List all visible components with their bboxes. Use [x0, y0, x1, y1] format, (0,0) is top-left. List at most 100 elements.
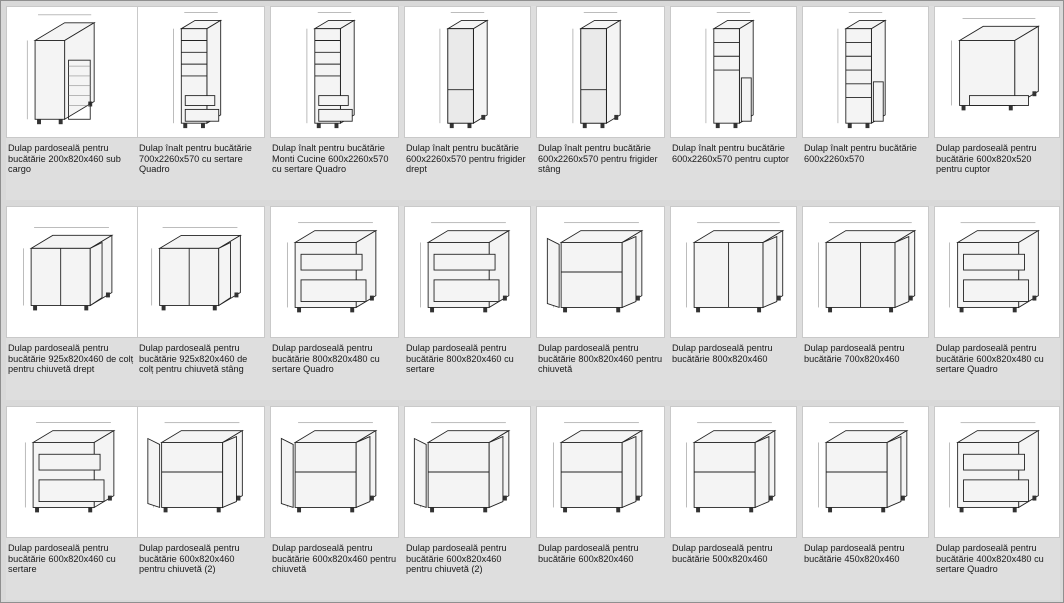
- double-door-base-cabinet-icon: [686, 222, 785, 313]
- product-caption[interactable]: Dulap pardoseală pentru bucătărie 600x82…: [139, 543, 240, 575]
- product-card[interactable]: Dulap înalt pentru bucătărie 600x2260x57…: [802, 6, 929, 200]
- drawer-base-cabinet-icon: [949, 222, 1040, 313]
- product-image[interactable]: [802, 406, 929, 538]
- product-caption[interactable]: Dulap pardoseală pentru bucătărie 700x82…: [804, 343, 905, 364]
- product-image[interactable]: [404, 206, 531, 338]
- product-row: Dulap pardoseală pentru bucătărie 925x82…: [6, 206, 1060, 400]
- cargo-base-cabinet-icon: [26, 14, 96, 125]
- product-image[interactable]: [270, 206, 399, 338]
- product-image[interactable]: [137, 406, 265, 538]
- product-caption[interactable]: Dulap pardoseală pentru bucătărie 500x82…: [672, 543, 773, 564]
- corner-cabinet-icon: [151, 227, 242, 311]
- sink-base-cabinet-icon: [147, 422, 244, 513]
- product-card[interactable]: Dulap pardoseală pentru bucătărie 450x82…: [802, 406, 929, 600]
- product-image[interactable]: [802, 206, 929, 338]
- product-image[interactable]: [536, 6, 665, 138]
- product-caption[interactable]: Dulap pardoseală pentru bucătărie 400x82…: [936, 543, 1044, 575]
- product-caption[interactable]: Dulap pardoseală pentru bucătărie 800x82…: [272, 343, 380, 375]
- product-caption[interactable]: Dulap pardoseală pentru bucătărie 600x82…: [8, 543, 116, 575]
- shelf-base-cabinet-icon: [818, 422, 909, 513]
- product-card[interactable]: Dulap pardoseală pentru bucătărie 800x82…: [670, 206, 797, 400]
- product-image[interactable]: [137, 206, 265, 338]
- product-image[interactable]: [536, 206, 665, 338]
- product-caption[interactable]: Dulap pardoseală pentru bucătărie 925x82…: [139, 343, 248, 375]
- drawer-base-cabinet-icon: [420, 222, 511, 313]
- drawer-base-cabinet-icon: [286, 222, 378, 313]
- product-card[interactable]: Dulap înalt pentru bucătărie Monti Cucin…: [270, 6, 399, 200]
- product-image[interactable]: [404, 6, 531, 138]
- product-card[interactable]: Dulap înalt pentru bucătărie 600x2260x57…: [670, 6, 797, 200]
- product-caption[interactable]: Dulap pardoseală pentru bucătărie 800x82…: [672, 343, 773, 364]
- product-card[interactable]: Dulap pardoseală pentru bucătărie 925x82…: [6, 206, 139, 400]
- sink-base-cabinet-icon: [413, 422, 511, 513]
- product-caption[interactable]: Dulap pardoseală pentru bucătărie 600x82…: [272, 543, 397, 575]
- product-row: Dulap pardoseală pentru bucătărie 200x82…: [6, 6, 1060, 200]
- sink-base-cabinet-icon: [546, 222, 644, 313]
- tall-cabinet-drawers-icon: [306, 12, 356, 129]
- product-image[interactable]: [6, 206, 139, 338]
- product-card[interactable]: Dulap pardoseală pentru bucătărie 800x82…: [270, 206, 399, 400]
- product-image[interactable]: [670, 206, 797, 338]
- product-card[interactable]: Dulap pardoseală pentru bucătărie 600x82…: [6, 406, 139, 600]
- product-card[interactable]: Dulap pardoseală pentru bucătărie 800x82…: [404, 206, 531, 400]
- product-caption[interactable]: Dulap pardoseală pentru bucătărie 450x82…: [804, 543, 905, 564]
- product-card[interactable]: Dulap înalt pentru bucătărie 700x2260x57…: [137, 6, 265, 200]
- drawer-base-cabinet-icon: [949, 422, 1040, 513]
- product-image[interactable]: [670, 6, 797, 138]
- product-image[interactable]: [536, 406, 665, 538]
- product-image[interactable]: [934, 206, 1060, 338]
- drawer-base-cabinet-icon: [24, 422, 116, 513]
- product-caption[interactable]: Dulap înalt pentru bucătărie Monti Cucin…: [272, 143, 389, 175]
- product-card[interactable]: Dulap pardoseală pentru bucătărie 600x82…: [536, 406, 665, 600]
- product-card[interactable]: Dulap pardoseală pentru bucătărie 800x82…: [536, 206, 665, 400]
- product-card[interactable]: Dulap înalt pentru bucătărie 600x2260x57…: [404, 6, 531, 200]
- product-image[interactable]: [404, 406, 531, 538]
- product-caption[interactable]: Dulap înalt pentru bucătărie 700x2260x57…: [139, 143, 252, 175]
- product-caption[interactable]: Dulap pardoseală pentru bucătărie 800x82…: [538, 343, 663, 375]
- product-card[interactable]: Dulap pardoseală pentru bucătărie 500x82…: [670, 406, 797, 600]
- product-card[interactable]: Dulap pardoseală pentru bucătărie 600x82…: [934, 206, 1060, 400]
- shelf-base-cabinet-icon: [552, 422, 644, 513]
- product-caption[interactable]: Dulap pardoseală pentru bucătărie 600x82…: [936, 343, 1044, 375]
- product-card[interactable]: Dulap pardoseală pentru bucătărie 600x82…: [137, 406, 265, 600]
- product-image[interactable]: [6, 6, 139, 138]
- tall-fridge-cabinet-icon: [439, 12, 489, 129]
- double-door-base-cabinet-icon: [818, 222, 917, 313]
- product-card[interactable]: Dulap pardoseală pentru bucătărie 600x82…: [404, 406, 531, 600]
- product-caption[interactable]: Dulap înalt pentru bucătărie 600x2260x57…: [804, 143, 917, 164]
- product-caption[interactable]: Dulap pardoseală pentru bucătărie 800x82…: [406, 343, 514, 375]
- product-caption[interactable]: Dulap înalt pentru bucătărie 600x2260x57…: [538, 143, 658, 175]
- tall-oven-cabinet-icon: [705, 12, 755, 129]
- product-image[interactable]: [270, 406, 399, 538]
- product-image[interactable]: [934, 6, 1060, 138]
- corner-cabinet-icon: [23, 227, 114, 311]
- tall-cabinet-drawers-icon: [173, 12, 223, 129]
- product-image[interactable]: [270, 6, 399, 138]
- product-image[interactable]: [6, 406, 139, 538]
- product-caption[interactable]: Dulap pardoseală pentru bucătărie 600x82…: [406, 543, 507, 575]
- shelf-base-cabinet-icon: [686, 422, 777, 513]
- product-caption[interactable]: Dulap înalt pentru bucătărie 600x2260x57…: [406, 143, 526, 175]
- product-card[interactable]: Dulap pardoseală pentru bucătărie 200x82…: [6, 6, 139, 200]
- sink-base-cabinet-icon: [280, 422, 378, 513]
- product-image[interactable]: [934, 406, 1060, 538]
- product-image[interactable]: [670, 406, 797, 538]
- tall-open-cabinet-icon: [837, 12, 887, 129]
- product-card[interactable]: Dulap pardoseală pentru bucătărie 925x82…: [137, 206, 265, 400]
- product-card[interactable]: Dulap pardoseală pentru bucătărie 400x82…: [934, 406, 1060, 600]
- product-row: Dulap pardoseală pentru bucătărie 600x82…: [6, 406, 1060, 600]
- tall-fridge-cabinet-icon: [572, 12, 622, 129]
- product-image[interactable]: [802, 6, 929, 138]
- product-caption[interactable]: Dulap pardoseală pentru bucătărie 600x82…: [538, 543, 639, 564]
- product-caption[interactable]: Dulap pardoseală pentru bucătărie 200x82…: [8, 143, 121, 175]
- product-caption[interactable]: Dulap pardoseală pentru bucătărie 600x82…: [936, 143, 1037, 175]
- product-card[interactable]: Dulap pardoseală pentru bucătărie 600x82…: [270, 406, 399, 600]
- product-image[interactable]: [137, 6, 265, 138]
- oven-base-cabinet-icon: [951, 18, 1040, 111]
- product-caption[interactable]: Dulap pardoseală pentru bucătărie 925x82…: [8, 343, 134, 375]
- product-card[interactable]: Dulap pardoseală pentru bucătărie 600x82…: [934, 6, 1060, 200]
- product-card[interactable]: Dulap înalt pentru bucătărie 600x2260x57…: [536, 6, 665, 200]
- product-caption[interactable]: Dulap înalt pentru bucătărie 600x2260x57…: [672, 143, 789, 164]
- product-card[interactable]: Dulap pardoseală pentru bucătărie 700x82…: [802, 206, 929, 400]
